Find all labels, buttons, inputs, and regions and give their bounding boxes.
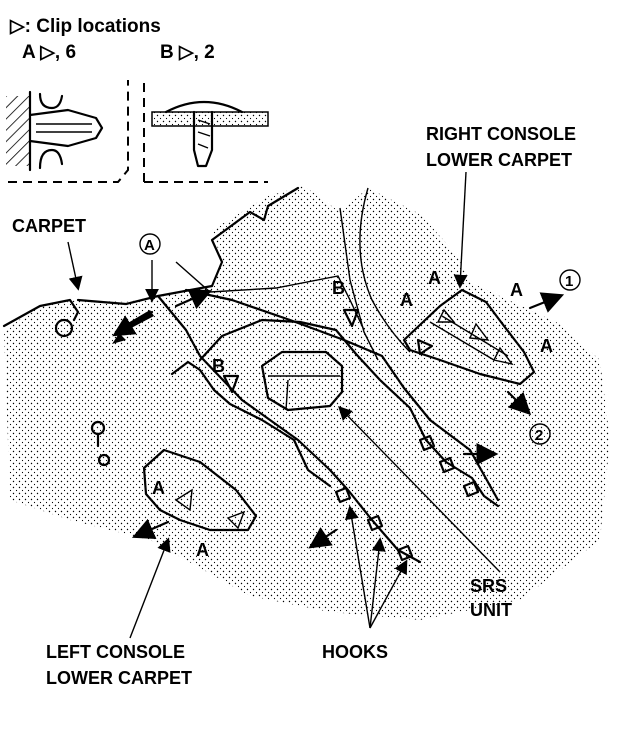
clip-marker-b: B xyxy=(212,356,225,376)
left-console-carpet-shape xyxy=(142,448,258,532)
leader-lines xyxy=(67,171,501,639)
circle-a-marker xyxy=(139,233,161,255)
clip-marker-a: A xyxy=(540,336,553,356)
clip-marker-a: A xyxy=(400,290,413,310)
step-2-label: 2 xyxy=(535,427,543,444)
clip-marker-a: A xyxy=(196,540,209,560)
carpet-hole xyxy=(54,318,74,338)
srs-unit-shape xyxy=(260,350,344,412)
clip-b-detail xyxy=(143,80,269,183)
legend-clip-b: B ▷, 2 xyxy=(160,42,215,63)
removal-arrows xyxy=(112,288,565,549)
clip-marker-b: B xyxy=(332,278,345,298)
circle-a-label: A xyxy=(144,237,155,254)
hooks-label: HOOKS xyxy=(322,642,388,662)
clip-triangles xyxy=(222,308,434,394)
hook-slots xyxy=(334,434,480,562)
clip-a-detail xyxy=(6,80,129,183)
right-console-carpet-shape xyxy=(402,288,536,386)
clip-marker-a: A xyxy=(428,268,441,288)
right-console-label-line1: RIGHT CONSOLE xyxy=(426,124,576,144)
floor-carpet-area xyxy=(4,186,610,620)
legend-clip-a: A ▷, 6 xyxy=(22,42,76,63)
clip-marker-a: A xyxy=(510,280,523,300)
step-1-label: 1 xyxy=(565,273,573,290)
clip-marker-a: A xyxy=(152,478,165,498)
left-console-label-line1: LEFT CONSOLE xyxy=(46,642,185,662)
legend: ▷: Clip locations A ▷, 6 B ▷, 2 xyxy=(9,16,215,63)
carpet-label: CARPET xyxy=(12,216,86,236)
step-2-marker xyxy=(529,423,551,445)
legend-title: ▷: Clip locations xyxy=(9,16,161,37)
carpet-edge xyxy=(2,284,214,328)
srs-label-line2: UNIT xyxy=(470,600,512,620)
console-tunnel xyxy=(156,294,422,564)
step-1-marker xyxy=(559,269,581,291)
left-console-label-line2: LOWER CARPET xyxy=(46,668,192,688)
labels: RIGHT CONSOLE LOWER CARPET CARPET A SRS … xyxy=(12,124,581,688)
srs-label-line1: SRS xyxy=(470,576,507,596)
right-console-label-line2: LOWER CARPET xyxy=(426,150,572,170)
